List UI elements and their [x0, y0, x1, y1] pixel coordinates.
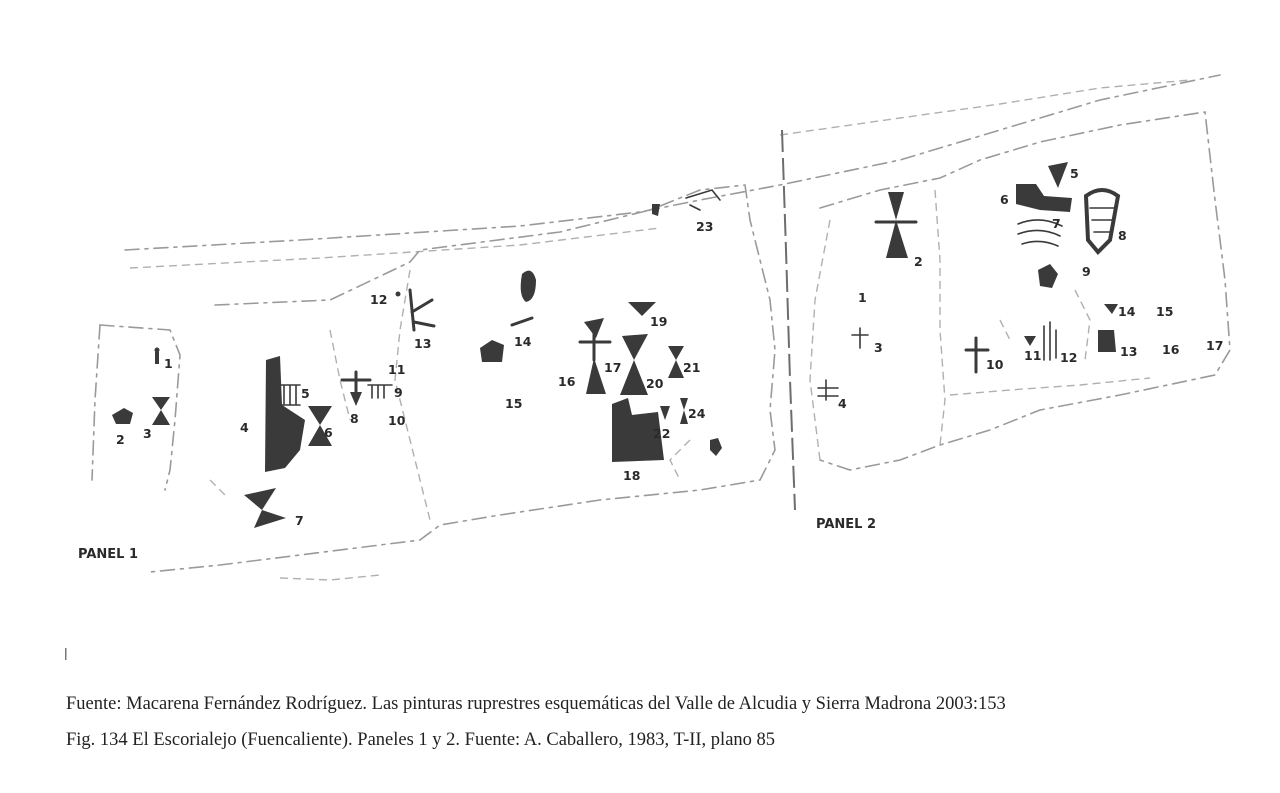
panel-1-label: PANEL 1	[78, 547, 138, 562]
motif-number: 5	[1070, 166, 1079, 181]
panel-1-labels: 1 2 3 4 5 6 7 8 9 10 11 12 13 14 15 16 1…	[116, 219, 713, 528]
motif-number: 9	[394, 385, 403, 400]
motif-number: 3	[143, 426, 152, 441]
motif-number: 12	[1060, 350, 1077, 365]
motif-number: 1	[164, 356, 173, 371]
motif-number: 13	[414, 336, 431, 351]
motif-shape	[586, 358, 606, 394]
motif-shape	[480, 340, 504, 362]
motif-number: 8	[1118, 228, 1127, 243]
motif-shape	[1048, 162, 1068, 188]
motif-number: 14	[514, 334, 532, 349]
motif-shape	[265, 356, 305, 472]
motif-number: 11	[1024, 348, 1041, 363]
motif-number: 17	[604, 360, 621, 375]
motif-shape	[612, 398, 664, 462]
caption-source: Fuente: Macarena Fernández Rodríguez. La…	[66, 694, 1006, 714]
motif-number: 14	[1118, 304, 1136, 319]
motif-shape	[244, 488, 286, 528]
motif-number: 2	[914, 254, 923, 269]
motif-number: 3	[874, 340, 883, 355]
motif-shape	[152, 397, 170, 425]
panel-2-motifs	[817, 162, 1121, 401]
motif-number: 13	[1120, 344, 1137, 359]
scan-mark	[65, 648, 67, 660]
motif-number: 1	[858, 290, 867, 305]
motif-number: 19	[650, 314, 667, 329]
rock-outline	[91, 74, 1231, 581]
motif-number: 7	[1052, 216, 1061, 231]
panel-1-motifs	[112, 189, 722, 528]
motif-number: 18	[623, 468, 640, 483]
motif-number: 2	[116, 432, 125, 447]
motif-number: 21	[683, 360, 700, 375]
motif-number: 15	[1156, 304, 1173, 319]
motif-number: 15	[505, 396, 522, 411]
panel-divider	[781, 129, 796, 511]
motif-number: 8	[350, 411, 359, 426]
motif-number: 10	[388, 413, 406, 428]
motif-shape	[112, 408, 133, 424]
motif-number: 4	[838, 396, 847, 411]
motif-shape	[520, 270, 536, 302]
motif-shape	[1098, 330, 1116, 352]
motif-shape	[308, 406, 332, 446]
motif-number: 7	[295, 513, 304, 528]
panel-2-labels: 1 2 3 4 5 6 7 8 9 10 11 12 13 14 15 16 1…	[838, 166, 1223, 411]
motif-shape	[155, 352, 159, 364]
motif-number: 16	[1162, 342, 1180, 357]
caption-figure: Fig. 134 El Escorialejo (Fuencaliente). …	[66, 730, 776, 750]
motif-number: 22	[653, 426, 670, 441]
motif-number: 24	[688, 406, 706, 421]
motif-number: 10	[986, 357, 1004, 372]
rock-art-panels-diagram: 1 2 3 4 5 6 7 8 9 10 11 12 13 14 15 16 1…	[65, 74, 1231, 660]
panel-2-label: PANEL 2	[816, 517, 876, 532]
motif-shape	[1016, 184, 1072, 212]
motif-number: 5	[301, 386, 310, 401]
motif-shape	[1083, 188, 1121, 255]
motif-number: 6	[1000, 192, 1009, 207]
motif-number: 12	[370, 292, 387, 307]
motif-shape	[886, 192, 908, 258]
motif-number: 4	[240, 420, 249, 435]
motif-number: 9	[1082, 264, 1091, 279]
motif-number: 6	[324, 425, 333, 440]
motif-number: 11	[388, 362, 405, 377]
motif-number: 23	[696, 219, 713, 234]
motif-shape	[622, 334, 648, 360]
motif-number: 16	[558, 374, 576, 389]
motif-number: 17	[1206, 338, 1223, 353]
motif-number: 20	[646, 376, 664, 391]
